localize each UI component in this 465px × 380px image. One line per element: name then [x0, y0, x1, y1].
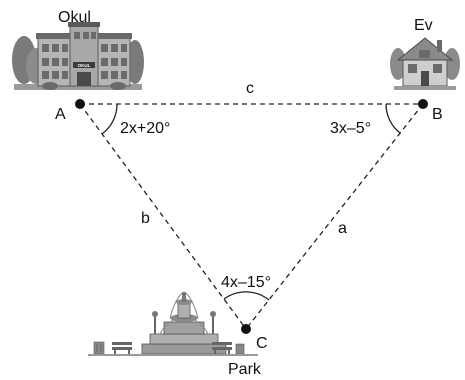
vertex-b-label: B — [432, 106, 443, 123]
home-label: Ev — [414, 17, 433, 34]
angle-arc-a — [101, 103, 118, 135]
side-c-label: c — [246, 80, 254, 97]
side-b-label: b — [141, 210, 150, 227]
side-a-label: a — [338, 220, 347, 237]
side-bc — [245, 103, 424, 330]
angle-arc-c — [223, 291, 270, 301]
school-building-icon: OKUL — [12, 22, 144, 90]
vertex-a-label: A — [55, 106, 66, 123]
bench-icon — [112, 342, 232, 354]
vertex-c-label: C — [256, 335, 268, 352]
park-ground — [88, 354, 258, 356]
vertex-b — [418, 99, 428, 109]
vertex-c — [241, 324, 251, 334]
angle-b-label: 3x–5° — [330, 120, 371, 137]
house-icon — [390, 37, 460, 90]
vertex-a — [75, 99, 85, 109]
angle-a-label: 2x+20° — [120, 120, 170, 137]
school-sign-text: OKUL — [78, 63, 91, 68]
angle-arc-b — [385, 103, 401, 134]
park-label: Park — [228, 361, 262, 378]
angle-c-label: 4x–15° — [221, 274, 271, 291]
school-label: Okul — [58, 9, 91, 26]
side-ac — [79, 103, 247, 330]
